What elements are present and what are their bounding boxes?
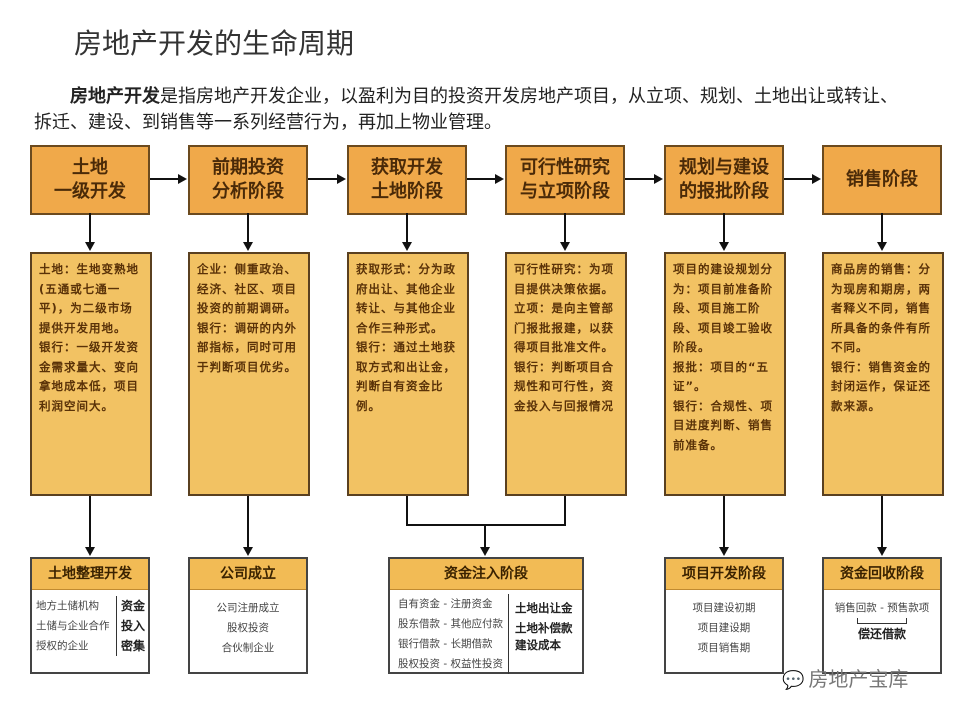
box-title: 公司成立 <box>190 559 306 590</box>
side-label: 投入 <box>121 619 146 633</box>
arrow-down-icon <box>243 242 253 251</box>
watermark: 💬房地产宝库 <box>782 663 908 692</box>
box-title: 资金注入阶段 <box>390 559 582 590</box>
arrow-down-icon <box>877 242 887 251</box>
stage-description: 获取形式：分为政府出让、其他企业转让、与其他企业合作三种形式。 银行：通过土地获… <box>347 252 469 496</box>
stage-description: 商品房的销售：分为现房和期房，两者释义不同，销售所具备的条件有所不同。 银行：销… <box>822 252 944 496</box>
list-item: 自有资金 - 注册资金 <box>398 598 493 610</box>
arrow-down-icon <box>85 242 95 251</box>
arrow-right-icon <box>337 174 346 184</box>
stage-box: 前期投资 分析阶段 <box>188 145 308 215</box>
list-item: 公司注册成立 <box>216 602 280 614</box>
arrow-down-icon <box>719 547 729 556</box>
side-label: 密集 <box>121 639 146 653</box>
arrow-right-icon <box>654 174 663 184</box>
list-item: 银行借款 - 长期借款 <box>398 638 493 650</box>
arrow-line <box>308 178 337 180</box>
list-item: 股权投资 <box>227 622 269 634</box>
arrow-right-icon <box>812 174 821 184</box>
arrow-line <box>467 178 495 180</box>
fund-recovery-box: 资金回收阶段 销售回款 - 预售款项 偿还借款 <box>822 557 942 674</box>
repay-label: 偿还借款 <box>857 627 906 641</box>
list-item: 地方土储机构 <box>36 600 99 612</box>
list-item: 股权投资 - 权益性投资 <box>398 658 503 670</box>
arrow-down-icon <box>719 242 729 251</box>
stage-description: 可行性研究：为项目提供决策依据。 立项：是向主管部门报批报建，以获得项目批准文件… <box>505 252 627 496</box>
watermark-text: 房地产宝库 <box>808 667 909 691</box>
project-development-box: 项目开发阶段 项目建设初期 项目建设期 项目销售期 <box>664 557 784 674</box>
bracket <box>857 618 907 624</box>
list-item: 授权的企业 <box>36 640 89 652</box>
box-title: 资金回收阶段 <box>824 559 940 590</box>
stage-box: 规划与建设 的报批阶段 <box>664 145 784 215</box>
capital-injection-box: 资金注入阶段 自有资金 - 注册资金 股东借款 - 其他应付款 银行借款 - 长… <box>388 557 584 674</box>
list-item: 销售回款 - 预售款项 <box>834 602 930 614</box>
land-development-box: 土地整理开发 地方土储机构 土储与企业合作 授权的企业 资金 投入 密集 <box>30 557 150 674</box>
list-item: 股东借款 - 其他应付款 <box>398 618 503 630</box>
list-item: 合伙制企业 <box>221 642 275 654</box>
stage-description: 土地：生地变熟地(五通或七通一平)，为二级市场提供开发用地。 银行：一级开发资金… <box>30 252 152 496</box>
stage-box: 可行性研究 与立项阶段 <box>505 145 625 215</box>
arrow-down-icon <box>402 242 412 251</box>
intro-paragraph: 房地产开发是指房地产开发企业，以盈利为目的投资开发房地产项目，从立项、规划、土地… <box>34 84 914 136</box>
stage-description: 项目的建设规划分为：项目前准备阶段、项目施工阶段、项目竣工验收阶段。 报批：项目… <box>664 252 786 496</box>
stage-description: 企业：侧重政治、经济、社区、项目投资的前期调研。 银行：调研的内外部指标，同时可… <box>188 252 310 496</box>
arrow-down-icon <box>560 242 570 251</box>
side-label: 土地出让金 <box>515 601 573 615</box>
side-label: 土地补偿款 <box>515 621 573 635</box>
arrow-right-icon <box>178 174 187 184</box>
list-item: 土储与企业合作 <box>36 620 110 632</box>
page-title: 房地产开发的生命周期 <box>74 27 355 60</box>
intro-term: 房地产开发 <box>70 86 160 107</box>
arrow-down-icon <box>480 547 490 556</box>
arrow-line <box>150 178 178 180</box>
box-title: 土地整理开发 <box>32 559 148 590</box>
side-label: 资金 <box>121 599 146 613</box>
arrow-down-icon <box>243 547 253 556</box>
arrow-line <box>784 178 812 180</box>
box-title: 项目开发阶段 <box>666 559 782 590</box>
stage-box: 土地 一级开发 <box>30 145 150 215</box>
arrow-right-icon <box>495 174 504 184</box>
merge-line <box>406 524 566 526</box>
wechat-icon: 💬 <box>782 670 805 691</box>
stage-box: 获取开发 土地阶段 <box>347 145 467 215</box>
intro-text: 是指房地产开发企业，以盈利为目的投资开发房地产项目，从立项、规划、土地出让或转让… <box>34 86 898 133</box>
list-item: 项目销售期 <box>697 642 751 654</box>
side-label: 建设成本 <box>515 638 561 652</box>
company-box: 公司成立 公司注册成立 股权投资 合伙制企业 <box>188 557 308 674</box>
list-item: 项目建设初期 <box>692 602 756 614</box>
arrow-down-icon <box>877 547 887 556</box>
arrow-line <box>625 178 654 180</box>
arrow-down-icon <box>85 547 95 556</box>
list-item: 项目建设期 <box>697 622 751 634</box>
stage-box: 销售阶段 <box>822 145 942 215</box>
